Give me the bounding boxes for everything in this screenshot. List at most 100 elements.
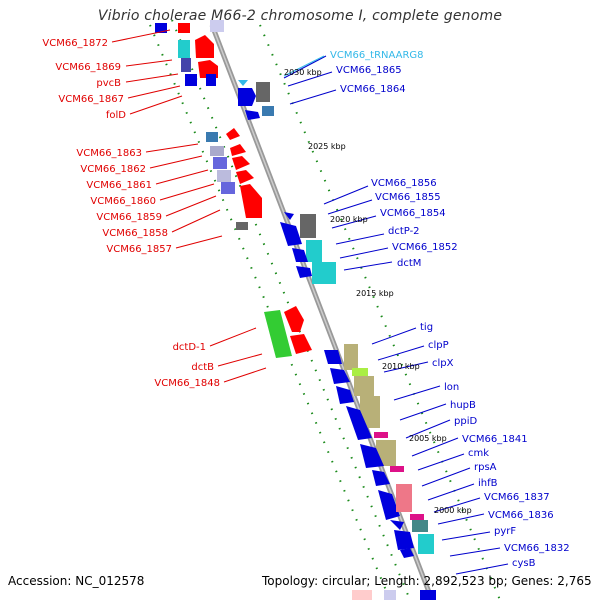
gene-label-left[interactable]: VCM66_1848 <box>154 378 220 389</box>
gene-arrow[interactable] <box>330 368 350 384</box>
gene-block[interactable] <box>374 432 388 438</box>
gene-label-right[interactable]: cmk <box>468 448 489 459</box>
gene-label-left[interactable]: dctD-1 <box>173 342 206 353</box>
gene-arrow[interactable] <box>378 490 400 520</box>
gene-arrow[interactable] <box>324 350 342 364</box>
gene-block[interactable] <box>352 590 372 600</box>
gene-block[interactable] <box>185 74 197 86</box>
gene-arrow[interactable] <box>238 88 256 106</box>
gene-block[interactable] <box>418 534 434 554</box>
gene-label-right[interactable]: clpX <box>432 358 454 369</box>
right-leader-lines <box>283 55 509 575</box>
gene-label-right[interactable]: VCM66_1836 <box>488 510 554 521</box>
gene-block[interactable] <box>344 344 358 370</box>
gene-block[interactable] <box>360 396 380 428</box>
gene-label-right[interactable]: clpP <box>428 340 449 351</box>
gene-label-right[interactable]: dctP-2 <box>388 226 420 237</box>
gene-block[interactable] <box>256 82 270 102</box>
gene-arrow[interactable] <box>360 444 384 468</box>
gene-arrow[interactable] <box>336 386 354 404</box>
gene-label-right[interactable]: VCM66_1854 <box>380 208 446 219</box>
gene-label-left[interactable]: VCM66_1862 <box>80 164 146 175</box>
gene-label-right[interactable]: ihfB <box>478 478 498 489</box>
gene-label-right[interactable]: VCM66_1855 <box>375 192 441 203</box>
gene-label-right[interactable]: cysB <box>512 558 536 569</box>
gene-label-right[interactable]: tig <box>420 322 433 333</box>
gene-arrow[interactable] <box>245 110 260 120</box>
gene-block[interactable] <box>412 520 428 532</box>
gene-arrow[interactable] <box>226 128 240 140</box>
gene-label-left[interactable]: VCM66_1872 <box>42 38 108 49</box>
gene-label-right[interactable]: VCM66_1865 <box>336 65 402 76</box>
gene-arrow[interactable] <box>195 35 214 58</box>
gene-label-right[interactable]: VCM66_1852 <box>392 242 458 253</box>
gene-label-right[interactable]: VCM66_1832 <box>504 543 570 554</box>
gene-block[interactable] <box>206 74 216 86</box>
gene-arrow[interactable] <box>230 144 246 156</box>
gene-block[interactable] <box>420 590 436 600</box>
gene-label-right[interactable]: rpsA <box>474 462 497 473</box>
gene-block[interactable] <box>396 484 412 512</box>
gene-block[interactable] <box>264 310 292 358</box>
gene-block[interactable] <box>306 240 322 262</box>
gene-block[interactable] <box>354 376 374 396</box>
gene-label-right[interactable]: ppiD <box>454 416 477 427</box>
gene-label-left[interactable]: folD <box>106 110 126 121</box>
gene-arrow[interactable] <box>280 222 302 246</box>
gene-label-right[interactable]: VCM66_1856 <box>371 178 437 189</box>
gene-arrow[interactable] <box>292 248 308 262</box>
gene-block[interactable] <box>410 514 424 520</box>
gene-block[interactable] <box>178 23 190 33</box>
gene-arrow[interactable] <box>394 530 414 550</box>
gene-arrow[interactable] <box>284 306 304 332</box>
gene-label-left[interactable]: VCM66_1863 <box>76 148 142 159</box>
gene-block[interactable] <box>312 262 336 284</box>
gene-arrow[interactable] <box>290 334 312 354</box>
gene-label-right[interactable]: lon <box>444 382 459 393</box>
gene-arrow[interactable] <box>232 156 250 170</box>
gene-arrow[interactable] <box>346 406 372 440</box>
gene-label-right[interactable]: dctM <box>397 258 421 269</box>
gene-block[interactable] <box>352 368 368 376</box>
trna-marker[interactable] <box>238 80 248 86</box>
gene-block[interactable] <box>221 182 235 194</box>
gene-arrow[interactable] <box>236 170 254 184</box>
gene-block[interactable] <box>206 132 218 142</box>
gene-block[interactable] <box>217 170 231 182</box>
gene-arrow[interactable] <box>240 184 262 218</box>
gene-label-right[interactable]: pyrF <box>494 526 516 537</box>
gene-label-left[interactable]: VCM66_1869 <box>55 62 121 73</box>
gene-label-left[interactable]: pvcB <box>96 78 121 89</box>
gene-label-right[interactable]: hupB <box>450 400 476 411</box>
gene-label-right[interactable]: VCM66_1837 <box>484 492 550 503</box>
gene-block[interactable] <box>210 146 224 156</box>
gene-block[interactable] <box>262 106 274 116</box>
gene-arrow[interactable] <box>284 212 294 220</box>
gene-block[interactable] <box>181 58 191 72</box>
gene-arrow[interactable] <box>390 520 404 530</box>
gene-block[interactable] <box>300 214 316 238</box>
gene-block[interactable] <box>213 157 227 169</box>
gene-label-left[interactable]: VCM66_1857 <box>106 244 172 255</box>
gene-label-left[interactable]: VCM66_1860 <box>90 196 156 207</box>
gene-block[interactable] <box>155 23 167 33</box>
gene-arrow[interactable] <box>296 266 312 278</box>
gene-arrow[interactable] <box>372 470 390 486</box>
gene-label-left[interactable]: VCM66_1858 <box>102 228 168 239</box>
gene-block[interactable] <box>390 466 404 472</box>
gene-block[interactable] <box>236 222 248 230</box>
gene-arrow[interactable] <box>198 60 218 78</box>
gene-label-trna[interactable]: VCM66_tRNAARG8 <box>330 50 424 61</box>
kbp-label: 2030 kbp <box>284 68 322 77</box>
gene-label-right[interactable]: VCM66_1841 <box>462 434 528 445</box>
gene-block[interactable] <box>210 20 224 32</box>
gene-label-left[interactable]: dctB <box>191 362 214 373</box>
gene-label-left[interactable]: VCM66_1859 <box>96 212 162 223</box>
gene-block[interactable] <box>384 590 396 600</box>
gene-block[interactable] <box>178 40 190 58</box>
gene-label-left[interactable]: VCM66_1861 <box>86 180 152 191</box>
gene-label-left[interactable]: VCM66_1867 <box>58 94 124 105</box>
gene-arrow[interactable] <box>400 548 414 558</box>
gene-label-right[interactable]: VCM66_1864 <box>340 84 406 95</box>
trna-leader-line <box>283 55 325 77</box>
